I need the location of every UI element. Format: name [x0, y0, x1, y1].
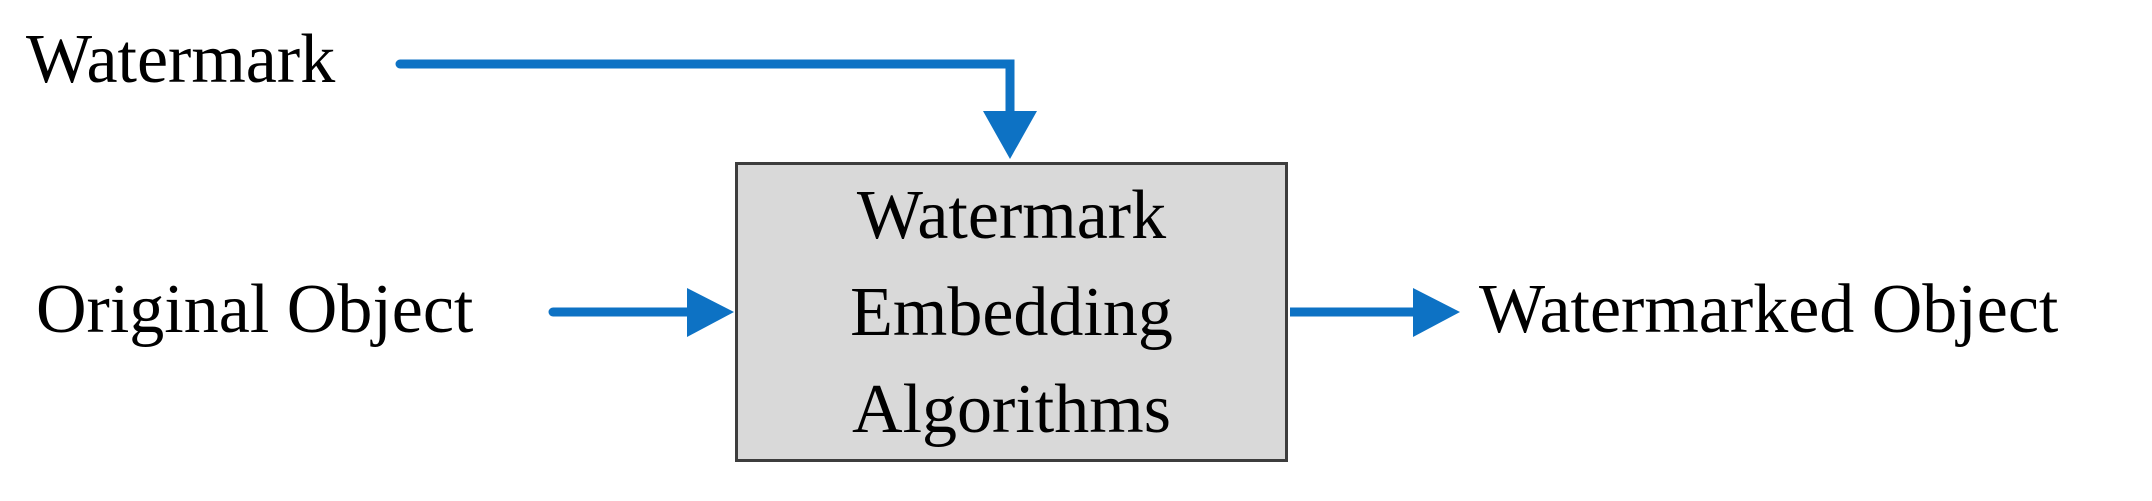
watermark-elbow-arrow — [395, 59, 1037, 159]
box-line-algorithms: Algorithms — [852, 370, 1171, 448]
watermarked-object-arrowhead-icon — [1413, 288, 1460, 337]
original-object-label: Original Object — [36, 271, 474, 348]
box-line-embedding: Embedding — [850, 273, 1173, 351]
watermark-embedding-box: Watermark Embedding Algorithms — [735, 162, 1288, 462]
original-object-arrowhead-icon — [687, 288, 734, 337]
original-object-arrow — [548, 288, 734, 337]
watermarked-object-label: Watermarked Object — [1479, 271, 2059, 348]
watermark-label: Watermark — [26, 21, 336, 98]
watermarked-object-arrow — [1290, 288, 1460, 337]
watermark-arrowhead-down-icon — [983, 111, 1037, 159]
watermark-elbow-line — [395, 59, 1015, 118]
box-line-watermark: Watermark — [856, 176, 1167, 254]
